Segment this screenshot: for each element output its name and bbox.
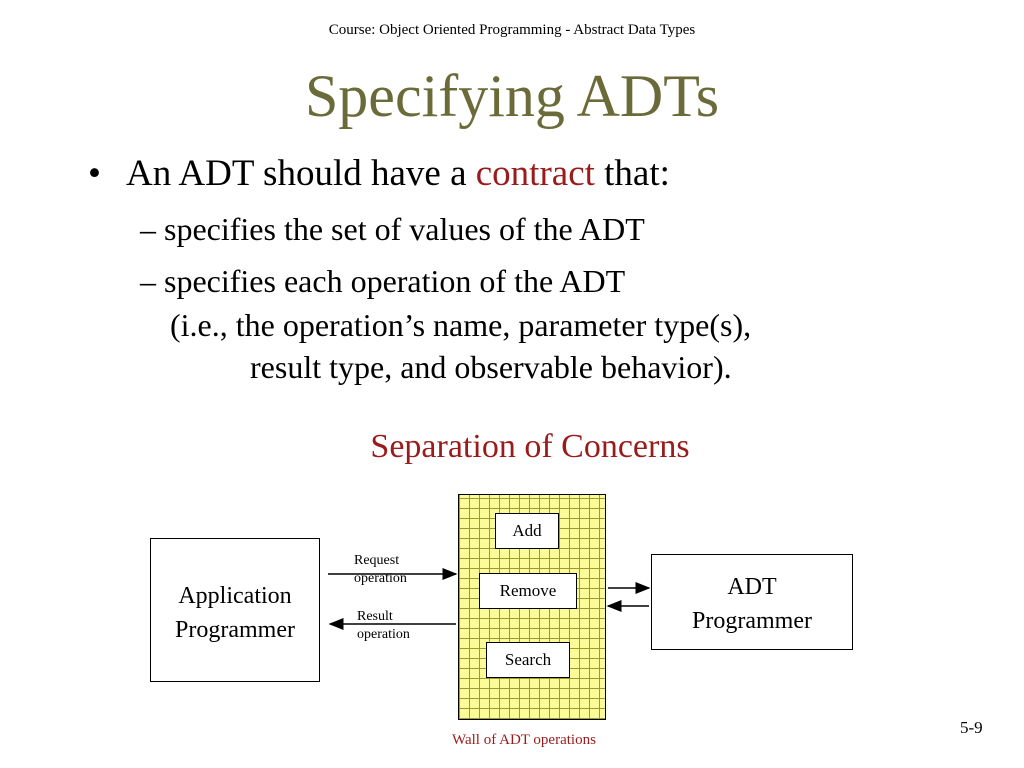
adt-programmer-line-1: ADT <box>727 574 777 600</box>
operation-search: Search <box>486 642 570 678</box>
wall-caption: Wall of ADT operations <box>452 732 596 748</box>
application-programmer-label: Application Programmer <box>150 580 320 647</box>
subbullet-operations: – specifies each operation of the ADT <box>140 263 626 299</box>
request-label-line-2: operation <box>354 571 407 587</box>
application-programmer-box <box>150 538 320 682</box>
operation-remove: Remove <box>479 573 577 609</box>
adt-programmer-label: ADT Programmer <box>651 571 853 638</box>
slide-title: Specifying ADTs <box>304 63 720 129</box>
subbullet-values: – specifies the set of values of the ADT <box>140 211 645 247</box>
adt-programmer-box <box>651 554 853 650</box>
course-header: Course: Object Oriented Programming - Ab… <box>328 22 696 38</box>
application-programmer-line-2: Programmer <box>175 616 295 643</box>
diagram-title: Separation of Concerns <box>370 428 690 465</box>
request-label-line-1: Request <box>354 553 400 568</box>
operation-add: Add <box>495 513 559 549</box>
bullet-marker: • <box>88 153 101 194</box>
result-label-line-2: operation <box>357 627 410 643</box>
main-bullet: • An ADT should have a contract that: <box>88 153 670 195</box>
request-operation-label: Request operation <box>354 552 407 588</box>
page-number: 5-9 <box>960 718 983 737</box>
result-operation-label: Result operation <box>357 608 410 644</box>
subbullet-operations-detail-2: result type, and observable behavior). <box>250 349 732 385</box>
application-programmer-line-1: Application <box>178 583 292 609</box>
bullet-text-before: An ADT should have a <box>126 153 476 194</box>
bullet-highlight: contract <box>475 153 595 194</box>
subbullet-operations-detail-1: (i.e., the operation’s name, parameter t… <box>170 307 752 343</box>
bullet-text-after: that: <box>594 153 670 194</box>
result-label-line-1: Result <box>357 609 393 624</box>
adt-programmer-line-2: Programmer <box>692 607 812 634</box>
